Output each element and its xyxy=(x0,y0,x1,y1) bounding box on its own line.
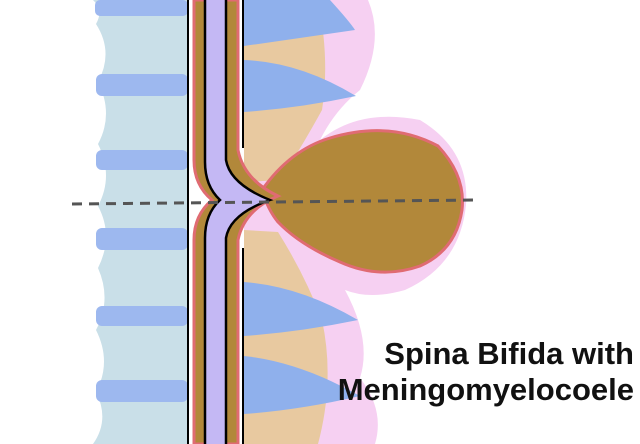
spinal-cord-outline xyxy=(203,0,274,444)
caption-line-1: Spina Bifida with xyxy=(384,336,634,371)
caption-line-2: Meningomyelocoele xyxy=(337,372,634,407)
diagram-caption: Spina Bifida with Meningomyelocoele xyxy=(338,336,634,408)
spinal-cord xyxy=(205,0,270,444)
vertebral-body-column xyxy=(93,0,188,444)
intervertebral-disc xyxy=(95,0,188,402)
spinous-process xyxy=(244,0,360,414)
